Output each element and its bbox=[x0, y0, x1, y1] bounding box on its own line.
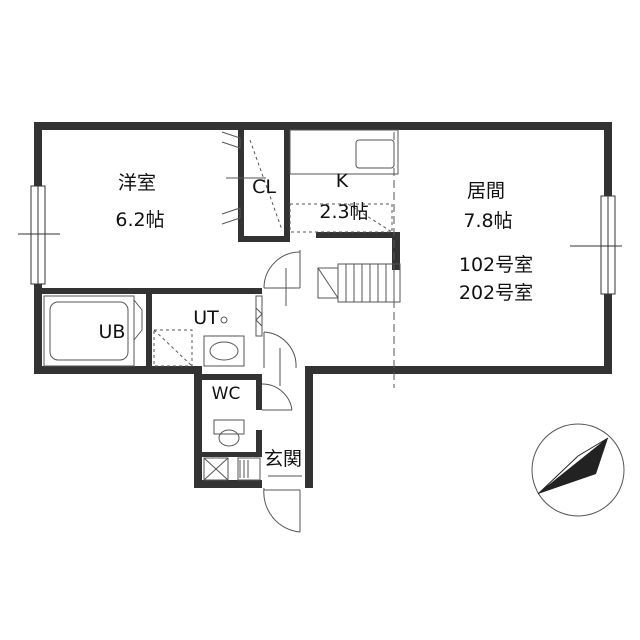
kitchen-name: K bbox=[335, 170, 349, 192]
unit-number-2: 202号室 bbox=[458, 282, 534, 304]
western-room-size: 6.2帖 bbox=[115, 209, 165, 231]
windows bbox=[18, 185, 622, 295]
closet-name: CL bbox=[252, 176, 276, 198]
living-size: 7.8帖 bbox=[463, 210, 513, 232]
unit-number-1: 102号室 bbox=[458, 254, 534, 276]
unit-bath-name: UB bbox=[98, 321, 126, 343]
fixtures bbox=[43, 129, 401, 533]
entrance-name: 玄関 bbox=[263, 448, 303, 470]
kitchen-size: 2.3帖 bbox=[319, 201, 369, 223]
interior-walls bbox=[34, 130, 400, 457]
toilet-name: WC bbox=[211, 384, 241, 404]
north-arrow-icon bbox=[531, 423, 625, 517]
western-room-name: 洋室 bbox=[117, 172, 157, 194]
utility-name: UT bbox=[193, 307, 219, 329]
living-name: 居間 bbox=[466, 180, 506, 202]
